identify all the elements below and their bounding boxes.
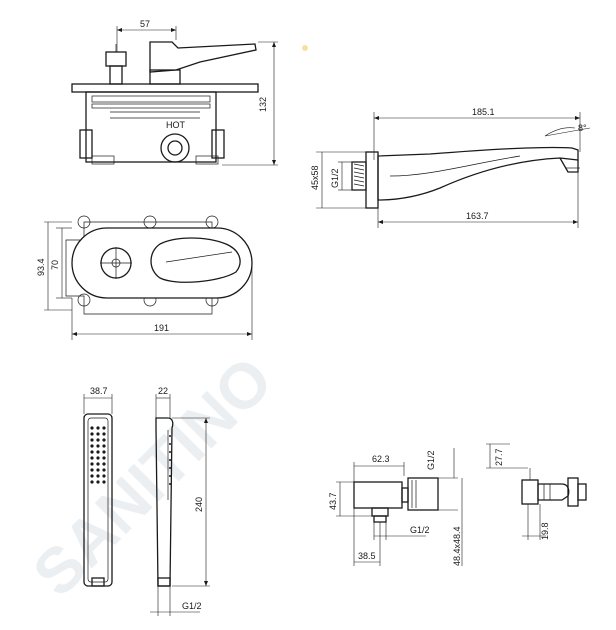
dim-62-3: 62.3 [372,454,390,464]
dim-38-7: 38.7 [90,386,108,396]
dim-57: 57 [140,19,150,29]
dim-185-1: 185.1 [472,107,495,117]
watermark-text: SANITINO [19,343,286,610]
shower-holder-view: 27.7 19.8 [486,443,587,540]
nozzle-grid [90,426,106,484]
dim-27-7: 27.7 [494,448,504,466]
watermark-dot [302,45,308,51]
dim-22: 22 [158,386,168,396]
hand-shower-side-view: 22 240 G1/2 [150,386,210,616]
angle-8-deg: 8° [578,123,587,133]
mixer-front-view: 93.4 70 191 [36,215,253,340]
dim-240: 240 [194,497,204,512]
label-hot: HOT [166,120,186,130]
g12-outlet-bottom: G1/2 [410,525,430,535]
dim-38-5: 38.5 [358,551,376,561]
dim-48x48: 48.4x48.4 [452,526,462,566]
dim-132: 132 [258,97,268,112]
dim-43-7: 43.7 [328,492,338,510]
dim-93-4: 93.4 [36,258,46,276]
hand-shower-front-view: 38.7 [83,386,113,587]
g12-outlet-top: G1/2 [426,450,436,470]
g12-spout: G1/2 [330,168,340,188]
dim-19-8: 19.8 [540,522,550,540]
wall-outlet-side-view: 62.3 G1/2 43.7 G1/2 38.5 48.4x48.4 [328,448,463,566]
dim-191: 191 [154,323,169,333]
spout-side-view: 185.1 8° 45x58 G1/2 163.7 [310,107,591,228]
dim-45x58: 45x58 [310,165,320,190]
dim-163-7: 163.7 [466,211,489,221]
mixer-body-side-view: 57 HOT 132 [71,19,278,166]
g12-shower: G1/2 [182,601,202,611]
dim-70: 70 [50,260,60,270]
